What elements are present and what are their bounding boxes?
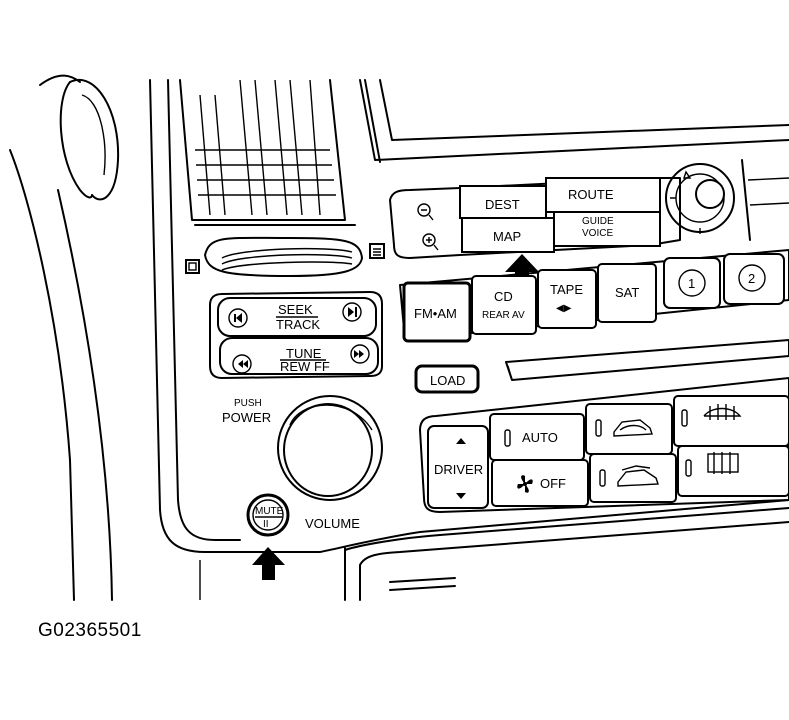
rear-defrost-button[interactable] (677, 445, 789, 497)
climate-panel: DRIVER AUTO OFF (419, 377, 789, 513)
zoom-in-button[interactable] (422, 233, 439, 251)
display-frame (359, 79, 789, 163)
vent-close-icon (185, 259, 200, 274)
tune-rew-ff-button[interactable] (219, 337, 379, 375)
seek-next-icon (342, 302, 362, 322)
preset-1-label: 1 (688, 276, 695, 291)
air-vent (179, 79, 356, 226)
nav-panel: DEST ROUTE MAP GUIDE VOICE (389, 159, 789, 259)
fresh-air-icon (617, 465, 659, 487)
sat-button[interactable] (597, 263, 657, 323)
push-label: PUSH (234, 398, 262, 409)
tape-label: TAPE (550, 282, 583, 297)
front-defrost-button[interactable] (673, 395, 789, 447)
seek-label: SEEK (278, 302, 313, 317)
temp-down-icon (456, 493, 466, 499)
cd-rear-av-button[interactable] (471, 275, 537, 335)
load-area: LOAD (414, 339, 789, 394)
preset-2-button[interactable] (723, 253, 785, 305)
temp-up-icon (456, 438, 466, 444)
nav-joystick[interactable] (665, 163, 735, 234)
zoom-in-icon (422, 233, 436, 247)
dest-label: DEST (485, 197, 520, 212)
power-label: POWER (222, 410, 271, 425)
rear-defrost-icon (707, 452, 739, 474)
rew-ff-label: REW FF (280, 359, 330, 374)
front-defrost-icon (703, 404, 742, 420)
map-label: MAP (493, 229, 521, 244)
power-volume: PUSH POWER VOLUME (222, 395, 383, 531)
load-button[interactable] (414, 364, 480, 394)
load-label: LOAD (430, 373, 465, 388)
tape-direction-icon: ◀▶ (556, 303, 572, 314)
preset-1-button[interactable] (663, 257, 721, 309)
zoom-out-icon (417, 203, 431, 217)
cd-label: CD (494, 289, 513, 304)
seek-tune-panel: SEEK TRACK TUNE REW FF (209, 291, 383, 379)
volume-knob[interactable] (277, 395, 383, 501)
off-label: OFF (540, 476, 566, 491)
sat-label: SAT (615, 285, 639, 300)
fan-icon (517, 475, 533, 493)
fm-am-label: FM•AM (414, 306, 457, 321)
vent-open-icon (369, 243, 385, 259)
seek-prev-icon (228, 308, 248, 328)
tune-label: TUNE (286, 346, 322, 361)
mute-button[interactable]: MUTE II (246, 493, 290, 537)
rear-av-label: REAR AV (482, 310, 525, 321)
voice-label: VOICE (582, 228, 613, 239)
dash-bezel (149, 79, 789, 601)
disc-slot (505, 339, 789, 381)
zoom-out-button[interactable] (417, 203, 434, 221)
dest-button[interactable] (459, 185, 547, 219)
rewind-icon (232, 354, 252, 374)
guide-label: GUIDE (582, 216, 614, 227)
fan-off-button[interactable] (491, 459, 589, 507)
track-label: TRACK (276, 317, 320, 332)
mute-callout-arrow-icon (252, 547, 285, 580)
recirculation-button[interactable] (585, 403, 673, 455)
audio-source-panel: FM•AM CD REAR AV TAPE ◀▶ SAT 1 2 (399, 249, 789, 343)
vent-thumbwheel[interactable] (185, 236, 385, 277)
tape-button[interactable] (537, 269, 597, 329)
fm-am-button[interactable] (402, 281, 472, 343)
fresh-air-button[interactable] (589, 453, 677, 503)
figure-id: G02365501 (38, 620, 142, 641)
driver-label: DRIVER (434, 462, 483, 477)
recirculation-icon (613, 419, 653, 437)
route-button[interactable] (545, 177, 661, 213)
mute-label: MUTE (255, 506, 284, 517)
route-label: ROUTE (568, 187, 614, 202)
auto-label: AUTO (522, 430, 558, 445)
guide-voice-button[interactable] (553, 211, 661, 247)
fast-forward-icon (350, 344, 370, 364)
driver-temp-button[interactable] (427, 425, 489, 509)
volume-label: VOLUME (305, 516, 360, 531)
steering-column (9, 74, 201, 601)
mute-sub-label: II (263, 519, 269, 530)
auto-indicator (504, 429, 511, 447)
preset-2-label: 2 (748, 271, 755, 286)
